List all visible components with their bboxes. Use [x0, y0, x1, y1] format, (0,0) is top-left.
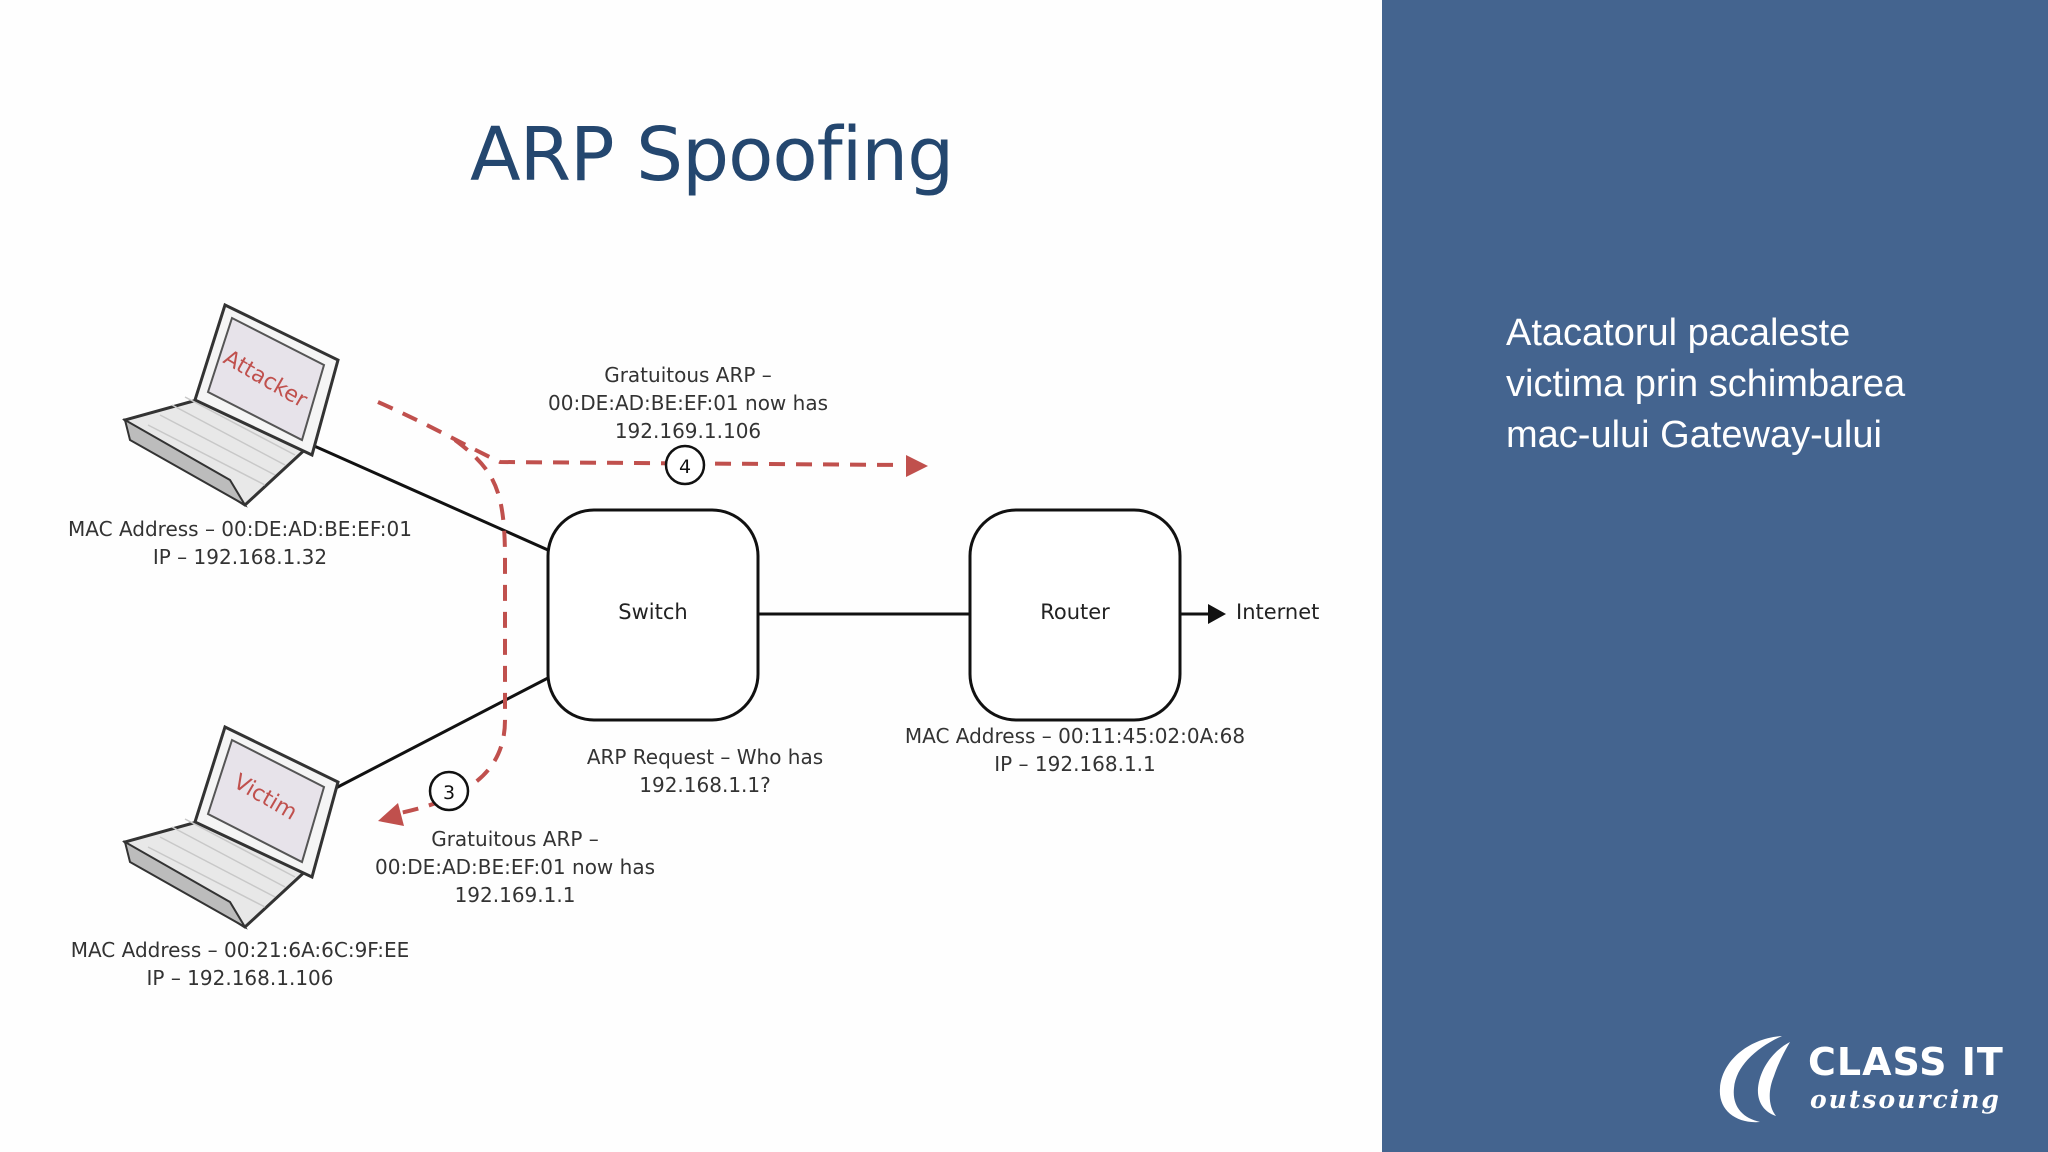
- step4-number: 4: [679, 456, 691, 478]
- side-panel-text: Atacatorul pacaleste victima prin schimb…: [1506, 308, 1986, 461]
- victim-laptop-icon: Victim: [122, 724, 340, 930]
- step3-line1: Gratuitous ARP –: [431, 827, 599, 851]
- attacker-switch-link: [311, 443, 549, 552]
- spoof-path-to-victim: [389, 438, 507, 817]
- victim-info: MAC Address – 00:21:6A:6C:9F:EE IP – 192…: [60, 936, 420, 992]
- side-panel: [1382, 0, 2048, 1152]
- slide-content: ARP Spoofing 4 3: [60, 112, 1320, 992]
- step3-number: 3: [443, 782, 455, 804]
- network-diagram: 4 3 Attacker Victim: [122, 302, 1226, 930]
- switch-node: [546, 508, 760, 722]
- arp-request-label: ARP Request – Who has 192.168.1.1?: [565, 743, 845, 799]
- step4-circle: [664, 444, 706, 486]
- step4-label: Gratuitous ARP – 00:DE:AD:BE:EF:01 now h…: [538, 361, 838, 445]
- spoof-arrow-router-icon: [906, 455, 928, 477]
- step3-line3: 192.169.1.1: [454, 883, 576, 907]
- step4-line2: 00:DE:AD:BE:EF:01 now has: [548, 391, 828, 415]
- step3-circle: [428, 770, 470, 812]
- router-info: MAC Address – 00:11:45:02:0A:68 IP – 192…: [892, 722, 1258, 778]
- slide-title: ARP Spoofing: [470, 112, 954, 198]
- arp-request-line2: 192.168.1.1?: [639, 773, 771, 797]
- side-text-line-1: Atacatorul pacaleste: [1506, 312, 1851, 354]
- spoof-arrow-victim-icon: [378, 803, 404, 826]
- router-node: [968, 508, 1182, 722]
- logo-sub-text: outsourcing: [1810, 1085, 2001, 1114]
- spoof-path-to-router: [377, 400, 903, 467]
- internet-arrow-icon: [1208, 604, 1226, 624]
- router-mac: MAC Address – 00:11:45:02:0A:68: [904, 724, 1246, 748]
- step3-line2: 00:DE:AD:BE:EF:01 now has: [375, 855, 655, 879]
- side-text-line-3: mac-ului Gateway-ului: [1506, 414, 1882, 456]
- router-ip: IP – 192.168.1.1: [994, 752, 1156, 776]
- side-text-line-2: victima prin schimbarea: [1506, 363, 1906, 405]
- logo-main-text: CLASS IT: [1808, 1040, 2004, 1084]
- attacker-ip: IP – 192.168.1.32: [152, 545, 328, 569]
- step3-label: Gratuitous ARP – 00:DE:AD:BE:EF:01 now h…: [365, 825, 665, 909]
- router-label: Router: [1040, 600, 1110, 624]
- step4-line1: Gratuitous ARP –: [604, 363, 772, 387]
- attacker-info: MAC Address – 00:DE:AD:BE:EF:01 IP – 192…: [60, 515, 420, 571]
- attacker-laptop-icon: Attacker: [122, 302, 340, 508]
- victim-mac: MAC Address – 00:21:6A:6C:9F:EE: [70, 938, 410, 962]
- attacker-mac: MAC Address – 00:DE:AD:BE:EF:01: [68, 517, 412, 541]
- victim-ip: IP – 192.168.1.106: [146, 966, 334, 990]
- switch-label: Switch: [618, 600, 688, 624]
- step4-line3: 192.169.1.106: [614, 419, 762, 443]
- class-it-logo: CLASS IT outsourcing: [1712, 1030, 2012, 1130]
- internet-label: Internet: [1236, 600, 1320, 624]
- victim-switch-link: [331, 676, 549, 792]
- arp-request-line1: ARP Request – Who has: [586, 745, 824, 769]
- logo-swoosh-icon: [1719, 1036, 1790, 1123]
